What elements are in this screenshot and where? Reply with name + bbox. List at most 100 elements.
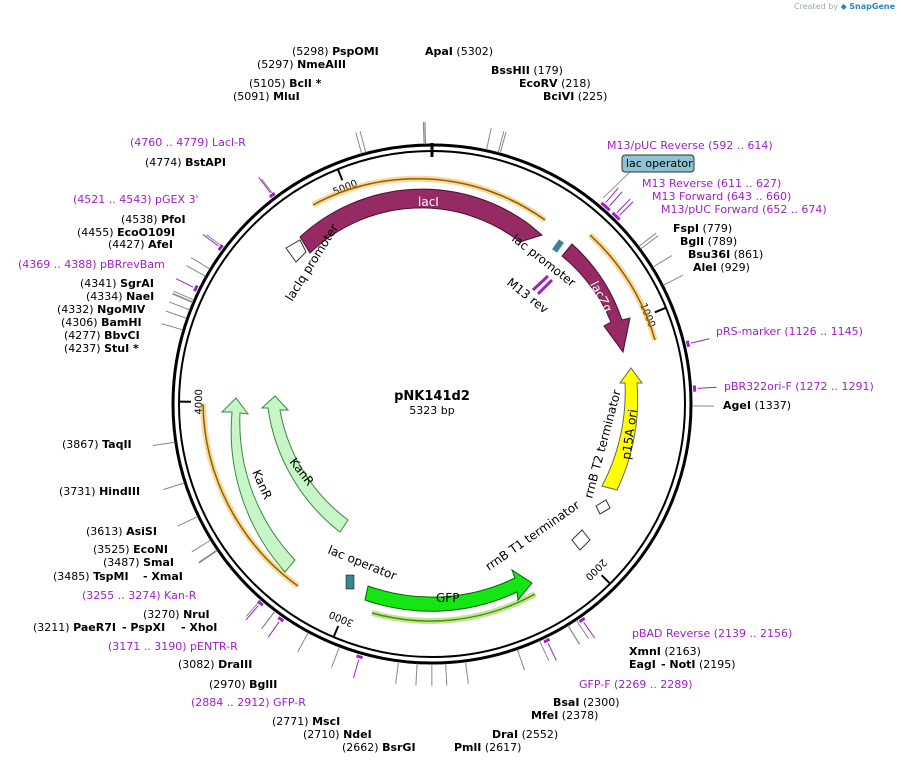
enzyme-label: (3525) EcoNI: [93, 543, 168, 556]
enzyme-cut-line: [516, 649, 526, 671]
primer-mark: [257, 600, 264, 607]
primer-leader: [605, 187, 619, 203]
ruler-label: 4000: [194, 389, 205, 415]
enzyme-cut-line: [261, 610, 276, 630]
primer-leader: [258, 177, 271, 193]
enzyme-leader-lines: [153, 122, 714, 687]
primer-leader: [202, 234, 219, 247]
rrnb-t2-feature: [595, 499, 611, 515]
enzyme-cut-line: [663, 274, 684, 286]
lac-operator-low-label: lac operator: [326, 543, 399, 583]
enzyme-label: (4332) NgoMIV: [57, 303, 146, 316]
enzyme-label: (3485) TspMI: [53, 570, 129, 583]
m13-rev-primer-mark: [531, 274, 554, 296]
gfp-label: GFP: [436, 591, 459, 605]
enzyme-cut-line: [190, 257, 211, 270]
primer-label: (3171 .. 3190) pENTR-R: [108, 640, 238, 653]
lac-operator-callout-box: [621, 154, 695, 173]
ruler-tick: [654, 306, 667, 314]
primer-mark: [217, 244, 224, 251]
primer-leader: [547, 643, 557, 661]
enzyme-cut-line: [172, 293, 193, 303]
primer-mark: [614, 214, 621, 221]
enzyme-cut-line: [539, 640, 550, 661]
primer-leader: [267, 621, 280, 638]
enzyme-label: (4334) NaeI: [86, 290, 154, 303]
ruler-tick: [336, 168, 344, 181]
snapgene-logo-icon: ◆: [840, 2, 847, 11]
enzyme-label: BssHII (179): [491, 64, 563, 77]
primer-label: (4369 .. 4388) pBRrevBam: [18, 258, 165, 271]
enzyme-cut-line: [424, 122, 427, 145]
orf-arc-kanr-core: [202, 403, 299, 587]
enzyme-label: - PspXI: [122, 621, 165, 634]
primer-leader: [616, 198, 631, 214]
primer-leader: [619, 201, 634, 216]
enzyme-cut-line: [172, 292, 194, 303]
enzyme-cut-line: [499, 131, 507, 154]
enzyme-label: (3211) PaeR7I: [33, 621, 116, 634]
enzyme-label: - NotI (2195): [661, 658, 736, 671]
enzyme-label: XmnI (2163): [629, 645, 701, 658]
primer-mark: [268, 192, 276, 199]
plasmid-size: 5323 bp: [409, 404, 454, 417]
enzyme-label: (3270) NruI: [143, 608, 210, 621]
lac-promoter-mark: [552, 239, 564, 253]
enzyme-cut-line: [163, 482, 185, 491]
primer-label: pBAD Reverse (2139 .. 2156): [632, 627, 792, 640]
primer-label: M13/pUC Forward (652 .. 674): [661, 203, 827, 216]
enzyme-label: BsaI (2300): [553, 696, 620, 709]
enzyme-label: (5091) MluI: [233, 90, 300, 103]
primer-label: pBR322ori-F (1272 .. 1291): [724, 380, 874, 393]
enzyme-cut-line: [497, 131, 505, 153]
enzyme-label: (3082) DraIII: [178, 658, 252, 671]
primer-label: pRS-marker (1126 .. 1145): [716, 325, 863, 338]
ruler-tick: [600, 574, 611, 585]
primer-mark: [685, 340, 691, 348]
enzyme-cut-line: [173, 290, 194, 301]
enzyme-label: FspI (779): [673, 222, 732, 235]
enzyme-cut-line: [465, 661, 469, 684]
enzyme-label: (4306) BamHI: [61, 316, 142, 329]
primer-label: M13/pUC Reverse (592 .. 614): [607, 139, 773, 152]
orf-arc-gfp-core: [371, 593, 536, 622]
enzyme-label: (2970) BglII: [209, 678, 277, 691]
enzyme-label: (2662) BsrGI: [342, 741, 416, 754]
enzyme-cut-line: [177, 516, 198, 527]
primer-label: M13 Reverse (611 .. 627): [642, 177, 781, 190]
enzyme-label: (4538) PfoI: [121, 213, 186, 226]
orf-arc-lacZa-core: [589, 234, 656, 341]
enzyme-label: Bsu36I (861): [688, 248, 763, 261]
enzyme-cut-line: [297, 632, 309, 653]
primer-mark: [604, 204, 611, 212]
enzyme-cut-line: [198, 549, 218, 563]
enzyme-label: (4237) StuI *: [64, 342, 139, 355]
primer-label: (2884 .. 2912) GFP-R: [191, 696, 306, 709]
enzyme-cut-line: [415, 663, 418, 686]
primer-leader: [245, 605, 259, 621]
primer-label: (4521 .. 4543) pGEX 3': [73, 193, 199, 206]
enzyme-cut-line: [331, 646, 340, 668]
plasmid-name: pNK141d2: [394, 389, 470, 404]
p15a-ori-feature: [601, 367, 643, 491]
enzyme-label: BglI (789): [680, 235, 737, 248]
lac-operator-low-mark: [345, 574, 355, 590]
enzyme-label: (2771) MscI: [272, 715, 340, 728]
lacIq-promoter-feature: [285, 239, 307, 263]
primer-label: M13 Forward (643 .. 660): [652, 190, 791, 203]
enzyme-label: (5297) NmeAIII: [257, 58, 346, 71]
gfp-feature: [364, 568, 533, 612]
enzyme-label: AleI (929): [693, 261, 750, 274]
enzyme-cut-line: [191, 539, 211, 553]
enzyme-cut-line: [186, 265, 206, 277]
enzyme-label: (4277) BbvCI: [64, 329, 140, 342]
snapgene-credit: Created by ◆ SnapGene: [794, 2, 895, 11]
enzyme-label: (4774) BstAPI: [145, 156, 226, 169]
enzyme-cut-line: [486, 128, 492, 150]
kanr-outer-feature: [220, 397, 296, 573]
primer-mark: [277, 616, 285, 623]
enzyme-label: EcoRV (218): [519, 77, 591, 90]
enzyme-cut-line: [575, 619, 589, 639]
kanr-inner-feature: [260, 395, 349, 533]
primer-leader: [352, 659, 360, 679]
